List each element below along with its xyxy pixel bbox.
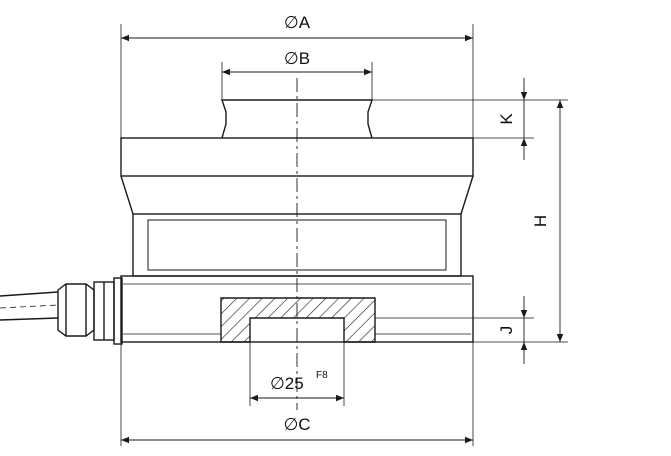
dim-h-label: H	[531, 215, 550, 227]
extension-lines	[120, 24, 568, 446]
dim-bore-label: ∅25	[270, 374, 304, 393]
dim-c-label: ∅C	[283, 415, 310, 434]
tapered-body	[120, 175, 474, 215]
dim-a-label: ∅A	[284, 13, 311, 32]
dim-k-label: K	[497, 113, 516, 125]
dimension-lines	[121, 34, 564, 444]
dim-j-label: J	[497, 326, 516, 335]
dim-b-label: ∅B	[284, 49, 310, 68]
dim-bore-tolerance: F8	[316, 370, 328, 381]
bore-section-hatch	[220, 297, 376, 343]
dim-bore-value: ∅25	[270, 374, 304, 393]
cable-gland	[57, 277, 123, 345]
cable	[0, 291, 59, 321]
load-button	[221, 99, 373, 139]
